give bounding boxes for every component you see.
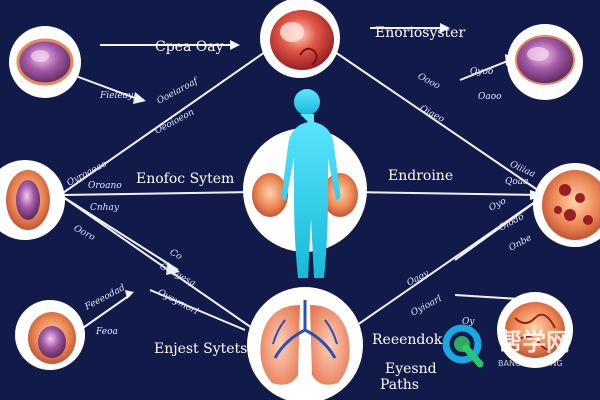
connector — [59, 191, 256, 196]
connector — [149, 289, 246, 331]
connector — [454, 194, 546, 261]
human-body-figure — [243, 89, 367, 278]
organ-bottom-right — [497, 292, 573, 368]
organ-bottom-left — [15, 300, 85, 370]
connector — [344, 191, 546, 196]
connector — [334, 51, 546, 196]
label-top-left: Cpea Oay — [155, 39, 224, 55]
label-left-lower-a: Cnhay — [90, 203, 119, 213]
label-bl-b: Feoa — [96, 327, 118, 337]
label-br-c: Oy — [462, 317, 475, 327]
connector — [459, 59, 511, 81]
label-bottom-right-system: Reeendok — [372, 332, 443, 348]
organ-top-right — [507, 24, 583, 100]
label-tr-line-a: Oyoo — [470, 67, 494, 77]
connector-lines — [59, 27, 546, 331]
connector — [59, 194, 179, 271]
connector — [59, 194, 256, 331]
watermark-title: 帮学网 — [498, 328, 570, 356]
connector — [59, 51, 266, 196]
arrowhead — [166, 262, 180, 275]
arrowhead — [440, 23, 450, 33]
label-tr-line-b: Oaoo — [478, 92, 502, 102]
organ-top-center — [260, 0, 340, 78]
label-right-upper-b: Qoaa — [505, 177, 529, 187]
label-tl-caption: Fieleay — [100, 91, 134, 101]
organ-top-left — [9, 26, 81, 98]
connector — [79, 294, 131, 331]
label-bottom-left-system: Enjest Sytets — [154, 341, 248, 357]
arrowhead — [230, 40, 240, 50]
watermark-subtitle: BANGXUEWANG — [498, 359, 563, 368]
label-left-system: Enofoc Sytem — [136, 171, 235, 187]
label-left-upper-b: Oroano — [88, 181, 122, 191]
organ-right-mid — [533, 163, 600, 247]
label-top-right: Enoriosyster — [375, 25, 466, 41]
arrowhead — [133, 92, 146, 104]
label-bottom-right-sub: Eyesnd — [385, 361, 437, 377]
label-bottom-right-sub2: Paths — [380, 377, 419, 393]
organ-left-mid — [0, 160, 65, 240]
arrowhead — [125, 290, 134, 299]
lungs-organ — [247, 287, 363, 400]
label-right-system: Endroine — [388, 168, 454, 184]
logo-q-icon — [442, 324, 484, 368]
watermark-logo: 帮学网 BANGXUEWANG — [440, 318, 590, 378]
